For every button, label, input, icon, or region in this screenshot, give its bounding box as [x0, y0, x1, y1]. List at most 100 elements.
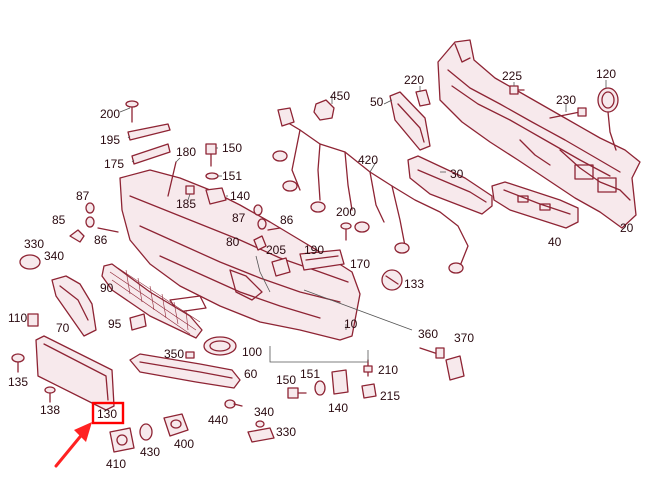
label-210: 210 [378, 363, 398, 377]
label-350: 350 [164, 347, 184, 361]
label-135: 135 [8, 375, 28, 389]
bumper-cover-10 [119, 169, 361, 341]
screw-440 [224, 399, 243, 409]
bracket-370 [445, 355, 465, 381]
screw-200-top [125, 100, 139, 123]
label-90: 90 [100, 281, 114, 295]
bracket-195 [127, 123, 171, 141]
label-85: 85 [52, 213, 66, 227]
bolt-150-top [205, 143, 217, 167]
clip-450 [313, 99, 335, 121]
label-86-middle: 86 [280, 213, 294, 227]
seal-430 [139, 423, 153, 441]
label-87-left: 87 [76, 189, 90, 203]
tool-133 [381, 269, 403, 291]
bracket-190-170 [299, 249, 345, 271]
label-330-bottom: 330 [276, 425, 296, 439]
label-400: 400 [174, 437, 194, 451]
label-138: 138 [40, 403, 60, 417]
nut-140-top [205, 187, 227, 205]
fog-lamp-cover-100 [203, 336, 237, 356]
label-450: 450 [330, 89, 350, 103]
label-340-left: 340 [44, 249, 64, 263]
label-130[interactable]: 130 [97, 407, 117, 421]
screw-200-middle [340, 222, 352, 241]
label-86-left: 86 [94, 233, 108, 247]
label-205: 205 [266, 243, 286, 257]
bolt-360 [419, 347, 445, 359]
bracket-175 [131, 143, 171, 165]
clips-middle-cluster [253, 204, 281, 251]
label-330-left: 330 [24, 237, 44, 251]
label-30: 30 [450, 167, 464, 181]
leader-lines [119, 80, 607, 363]
clip-185 [185, 185, 195, 195]
label-215: 215 [380, 389, 400, 403]
bolt-210 [363, 359, 373, 377]
label-420: 420 [358, 153, 378, 167]
grille-mesh-90 [101, 263, 203, 339]
red-arrow [54, 422, 92, 468]
label-195: 195 [100, 133, 120, 147]
label-151-top: 151 [222, 169, 242, 183]
housing-400 [163, 413, 189, 437]
clip-95 [129, 313, 147, 331]
side-trim-70 [51, 275, 97, 337]
label-133: 133 [404, 277, 424, 291]
sensor-120 [597, 87, 619, 151]
label-340-bottom: 340 [254, 405, 274, 419]
label-70: 70 [56, 321, 70, 335]
label-80: 80 [226, 235, 240, 249]
rod-180 [167, 161, 177, 197]
screw-135 [11, 353, 25, 373]
label-220: 220 [404, 73, 424, 87]
label-120: 120 [596, 67, 616, 81]
label-225: 225 [502, 69, 522, 83]
label-20: 20 [620, 221, 634, 235]
label-200-middle: 200 [336, 205, 356, 219]
label-430: 430 [140, 445, 160, 459]
part-number-labels: 450 220 225 120 200 50 230 195 175 180 1… [8, 67, 634, 471]
nut-215 [361, 383, 377, 399]
grommet-205 [271, 257, 291, 277]
label-175: 175 [104, 157, 124, 171]
label-440: 440 [208, 413, 228, 427]
cap-340-bottom [255, 420, 265, 428]
label-150-top: 150 [222, 141, 242, 155]
label-410: 410 [106, 457, 126, 471]
label-110: 110 [8, 311, 27, 325]
screw-138 [44, 386, 56, 403]
label-200-top: 200 [100, 107, 120, 121]
cover-330-bottom [247, 427, 275, 443]
label-50: 50 [370, 95, 384, 109]
clips-left-cluster [69, 202, 119, 243]
label-100: 100 [242, 345, 262, 359]
lower-absorber-40 [491, 181, 579, 229]
wiring-harness-420 [272, 107, 469, 274]
label-40: 40 [548, 235, 562, 249]
bumper-reinforcement-20 [437, 39, 641, 229]
sensor-410 [109, 427, 135, 453]
label-151-bottom: 151 [300, 367, 320, 381]
washer-151-top [205, 172, 219, 180]
label-185: 185 [176, 197, 196, 211]
clip-350 [185, 351, 195, 359]
license-plate-bracket-130 [35, 335, 115, 411]
label-170: 170 [350, 257, 370, 271]
label-95: 95 [108, 317, 122, 331]
label-150-bottom: 150 [276, 373, 296, 387]
washer-151-bottom [314, 380, 326, 396]
cap-110 [27, 313, 39, 327]
label-360: 360 [418, 327, 438, 341]
bolt-230 [549, 107, 587, 119]
label-60: 60 [244, 367, 258, 381]
highlight-box-130 [91, 401, 125, 425]
label-230: 230 [556, 93, 576, 107]
impact-absorber-30 [407, 155, 493, 215]
label-140-bottom: 140 [328, 401, 348, 415]
bracket-50 [389, 91, 431, 151]
label-180: 180 [176, 145, 196, 159]
label-140-top: 140 [230, 189, 250, 203]
